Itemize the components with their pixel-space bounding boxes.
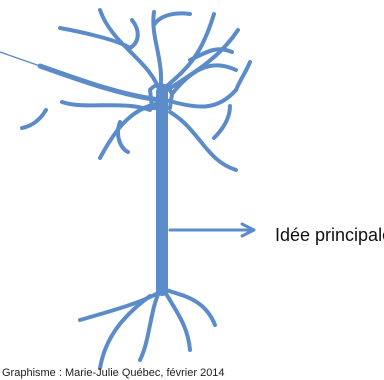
root-3 — [138, 288, 162, 362]
dendrite-left-mid-3 — [60, 100, 152, 112]
dendrite-left-long — [37, 63, 163, 103]
dendrite-up-7 — [128, 18, 140, 50]
dendrite-right-2 — [170, 63, 238, 96]
dendrite-up-2 — [58, 26, 132, 50]
dendrite-left-mid-2 — [116, 120, 130, 154]
pointer-line — [0, 51, 41, 67]
dendrite-up-8 — [188, 47, 234, 62]
root-2 — [98, 294, 152, 370]
root-4 — [162, 288, 192, 352]
dendrite-right-3 — [234, 60, 252, 92]
dendrite-up-6 — [162, 28, 240, 94]
right-arrow-icon — [240, 222, 256, 238]
dendrite-up-5 — [158, 12, 216, 94]
image-caption: Graphisme : Marie-Julie Québec, février … — [2, 367, 225, 379]
dendrite-left-mid-1 — [98, 102, 158, 160]
dendrite-right-5 — [212, 104, 232, 140]
main-idea-label: Idée principale — [275, 225, 384, 245]
dendrite-right-4 — [168, 110, 238, 172]
dendrite-left-mid-4 — [20, 108, 48, 130]
dendrite-up-1 — [98, 8, 162, 94]
dendrite-right-1 — [164, 88, 238, 109]
root-5 — [164, 288, 217, 327]
dendrite-up-4 — [152, 11, 192, 27]
dendrite-up-3 — [151, 10, 163, 94]
